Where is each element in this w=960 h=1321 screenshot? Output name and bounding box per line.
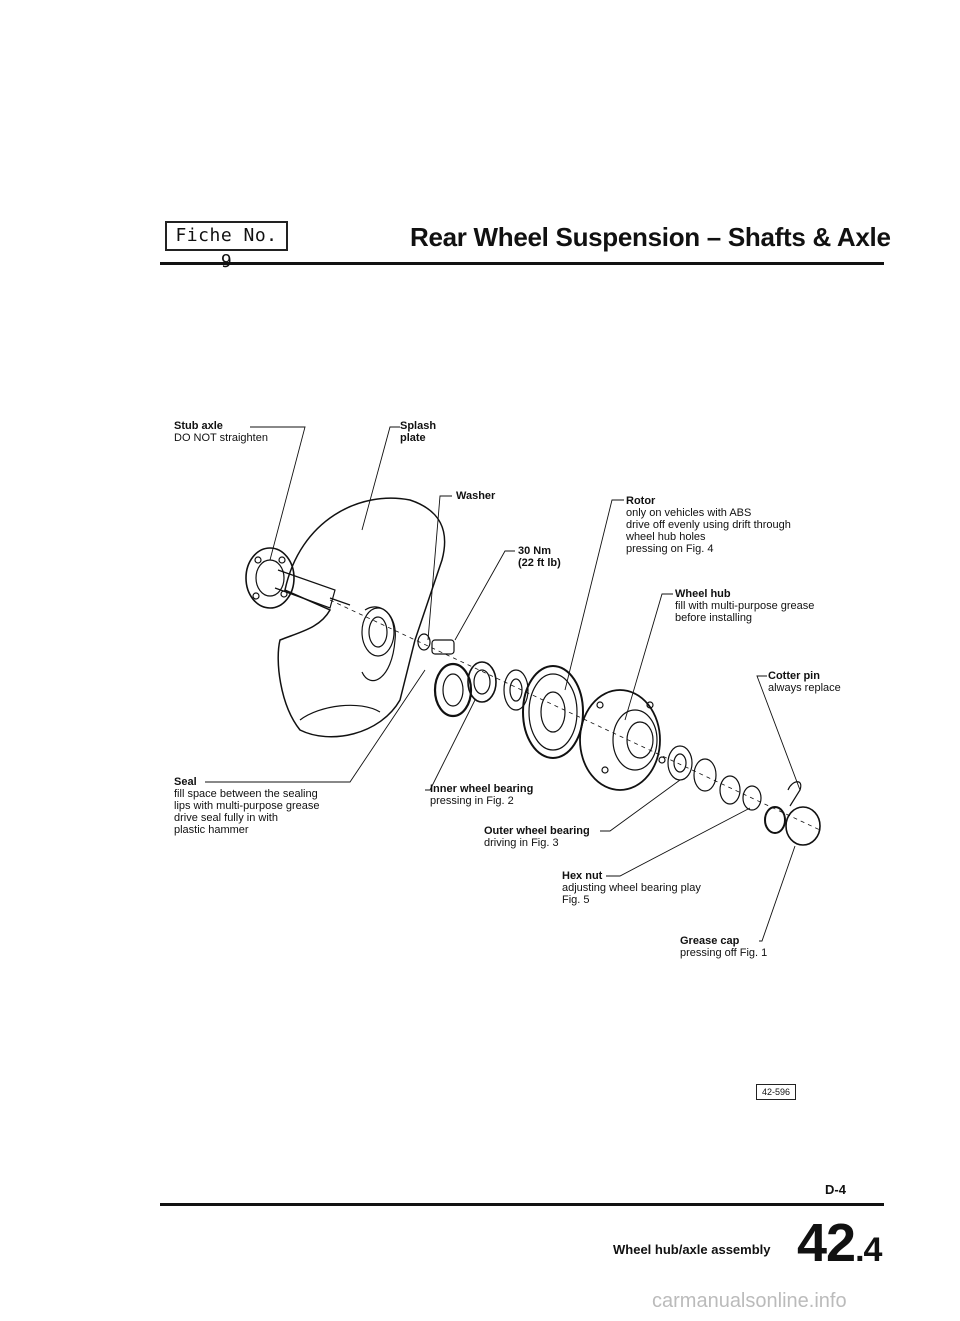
callout-note: pressing in Fig. 2 — [430, 795, 514, 807]
callout-note: (22 ft lb) — [518, 557, 561, 569]
rotor-part — [522, 665, 584, 759]
callout-note: driving in Fig. 3 — [484, 837, 559, 849]
callout-line: drive off evenly using drift through — [626, 519, 791, 531]
callout-line: fill space between the sealing — [174, 788, 318, 800]
callout-wheel-hub: Wheel hub fill with multi-purpose grease… — [675, 588, 814, 624]
section-number: 42.4 — [797, 1212, 882, 1274]
callout-line: Fig. 5 — [562, 894, 590, 906]
callout-line: adjusting wheel bearing play — [562, 882, 701, 894]
callout-name: Splash — [400, 420, 437, 432]
callout-washer: Washer — [456, 490, 495, 502]
footer-rule — [160, 1203, 884, 1206]
outer-bearing-part — [667, 745, 693, 781]
callout-name: Outer wheel bearing — [484, 825, 590, 837]
header-rule — [160, 262, 884, 265]
cotter-pin-part — [787, 781, 802, 807]
callout-outer-bearing: Outer wheel bearing driving in Fig. 3 — [484, 825, 590, 849]
callout-hex-nut: Hex nut adjusting wheel bearing play Fig… — [562, 870, 701, 906]
section-number-minor: .4 — [855, 1231, 882, 1269]
callout-name: Cotter pin — [768, 670, 820, 682]
grease-cap-part — [785, 806, 821, 846]
callout-name: Wheel hub — [675, 588, 731, 600]
section-number-major: 42 — [797, 1213, 856, 1273]
inner-bearing-part — [467, 661, 497, 703]
callout-inner-bearing: Inner wheel bearing pressing in Fig. 2 — [430, 783, 533, 807]
callout-line: fill with multi-purpose grease — [675, 600, 815, 612]
callout-grease-cap: Grease cap pressing off Fig. 1 — [680, 935, 767, 959]
callout-name: Seal — [174, 776, 197, 788]
callout-name: 30 Nm — [518, 545, 552, 557]
callout-note: always replace — [768, 682, 841, 694]
callout-name: Rotor — [626, 495, 656, 507]
callout-seal: Seal fill space between the sealing lips… — [174, 776, 320, 836]
callout-line: wheel hub holes — [626, 531, 706, 543]
callout-name: Grease cap — [680, 935, 740, 947]
page-title: Rear Wheel Suspension – Shafts & Axle — [410, 222, 891, 252]
page-code: D-4 — [825, 1182, 846, 1197]
watermark: carmanualsonline.info — [652, 1290, 847, 1312]
hex-nut-part — [742, 785, 762, 811]
callout-name: Inner wheel bearing — [430, 783, 534, 795]
callout-line: only on vehicles with ABS — [626, 507, 752, 519]
callout-name: Washer — [456, 490, 496, 502]
wheel-hub-part — [579, 689, 661, 791]
callout-note: DO NOT straighten — [174, 432, 268, 444]
callout-cotter-pin: Cotter pin always replace — [768, 670, 841, 694]
callout-rotor: Rotor only on vehicles with ABS drive of… — [626, 495, 791, 555]
callout-line: pressing on Fig. 4 — [626, 543, 714, 555]
section-label: Wheel hub/axle assembly — [613, 1242, 771, 1257]
callout-name: Hex nut — [562, 870, 603, 882]
callout-line: before installing — [675, 612, 753, 624]
callout-line: lips with multi-purpose grease — [174, 800, 320, 812]
fiche-number-box: Fiche No. 9 — [165, 221, 288, 272]
seal-part — [433, 662, 473, 718]
figure-reference-box: 42-596 — [756, 1084, 796, 1100]
splash-plate-part — [277, 497, 446, 738]
callout-note: pressing off Fig. 1 — [680, 947, 768, 959]
callout-torque: 30 Nm (22 ft lb) — [518, 545, 561, 569]
callout-name: Stub axle — [174, 420, 223, 432]
callout-splash-plate: Splash plate — [400, 420, 436, 444]
callout-name-line2: plate — [400, 432, 426, 444]
callout-line: plastic hammer — [174, 824, 249, 836]
stub-axle-part — [245, 547, 295, 609]
callout-stub-axle: Stub axle DO NOT straighten — [174, 420, 268, 444]
callout-line: drive seal fully in with — [174, 812, 278, 824]
